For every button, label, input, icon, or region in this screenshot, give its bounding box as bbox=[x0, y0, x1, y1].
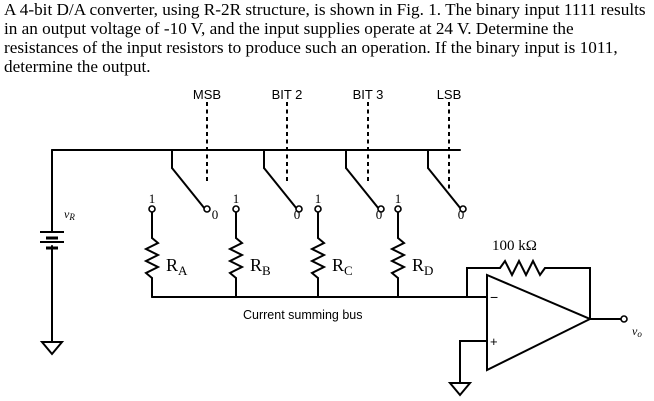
switch-msb-label-1: 1 bbox=[149, 191, 156, 206]
opamp-triangle bbox=[486, 273, 593, 372]
resistor-label-rb: RB bbox=[250, 255, 271, 278]
resistor-label-rc: RC bbox=[332, 255, 353, 278]
switch-bit3-label-0: 0 bbox=[376, 207, 383, 222]
resistor-label-rd: RD bbox=[412, 255, 433, 278]
output-label: vo bbox=[632, 324, 642, 339]
bit-label-msb: MSB bbox=[193, 87, 221, 102]
opamp-ground-icon bbox=[447, 382, 473, 397]
bus-label: Current summing bus bbox=[243, 308, 363, 322]
resistor-rd bbox=[389, 237, 407, 279]
feedback-resistor-label: 100 kΩ bbox=[492, 238, 537, 254]
bit-label-bit2: BIT 2 bbox=[272, 87, 303, 102]
switch-msb-label-0: 0 bbox=[212, 207, 219, 222]
output-terminal bbox=[620, 315, 628, 323]
problem-statement: A 4-bit D/A converter, using R-2R struct… bbox=[4, 0, 646, 76]
opamp-inverting-sign: − bbox=[490, 289, 498, 305]
resistor-rc bbox=[309, 237, 327, 279]
feedback-resistor bbox=[499, 258, 546, 278]
resistor-ra bbox=[143, 237, 161, 279]
bit-label-bit3: BIT 3 bbox=[353, 87, 384, 102]
switch-bit2-label-0: 0 bbox=[294, 207, 301, 222]
switch-lsb-label-1: 1 bbox=[395, 191, 402, 206]
switch-lsb-label-0: 0 bbox=[458, 207, 465, 222]
switch-bit2-label-1: 1 bbox=[233, 191, 240, 206]
resistor-rb bbox=[227, 237, 245, 279]
switch-bit3-label-1: 1 bbox=[315, 191, 322, 206]
source-label: vR bbox=[64, 207, 75, 222]
source-ground-icon bbox=[39, 341, 65, 356]
opamp-noninverting-sign: + bbox=[490, 334, 498, 349]
bit-label-lsb: LSB bbox=[437, 87, 462, 102]
resistor-label-ra: RA bbox=[166, 255, 188, 278]
